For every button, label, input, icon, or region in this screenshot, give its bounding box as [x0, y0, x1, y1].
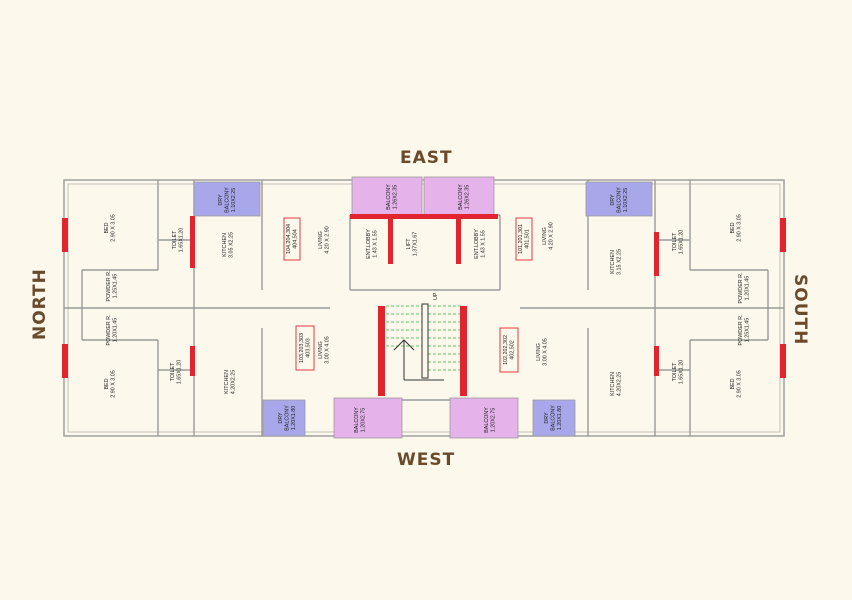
unit-number-se: 101,201,301401,501: [518, 224, 531, 254]
dry-balcony-ne: [193, 181, 261, 217]
room-label-kitchen-ne: KITCHEN3.05 X2.25: [222, 232, 235, 258]
room-label-bed-se: BED2.90 X 3.05: [730, 214, 743, 242]
room-label-bed-nw: BED2.90 X 3.05: [104, 370, 117, 398]
unit-number-nw: 103,203,303403,503: [299, 333, 312, 363]
room-label-dry-ne: DRYBALCONY1.10X2.25: [218, 187, 237, 213]
room-label-kitchen-se: KITCHEN3.15 X2.25: [610, 249, 623, 275]
room-label-lobby-s: ENT.LOBBY1.43 X 1.55: [474, 229, 487, 259]
room-label-lobby-n: ENT.LOBBY1.43 X 1.55: [366, 229, 379, 259]
room-label-bed-ne: BED2.90 X 3.05: [104, 214, 117, 242]
room-label-balcony-w2: BALCONY1.20X2.75: [484, 407, 497, 433]
room-label-dry-sw: DRYBALCONY1.20X1.80: [544, 405, 563, 431]
room-label-toilet-ne: TOILET1.65X1.20: [172, 228, 185, 253]
compass-east: EAST: [400, 148, 453, 168]
dry-balcony-sw: [532, 399, 576, 437]
unit-box-nw: [295, 325, 315, 371]
unit-box-se: [515, 217, 533, 261]
unit-number-sw: 102,202,302402,502: [503, 335, 516, 365]
room-label-powder-n2: POWDER R.1.20X1.45: [106, 314, 119, 345]
stair-arrow: [393, 303, 444, 381]
unit-box-ne: [283, 217, 301, 261]
room-label-lift: LIFT1.37X1.67: [406, 232, 419, 257]
balconies: [193, 176, 653, 439]
balcony-east-2: [423, 176, 495, 218]
compass-west: WEST: [397, 450, 456, 470]
room-label-balcony-e2: BALCONY1.26X2.35: [458, 184, 471, 210]
room-label-kitchen-sw: KITCHEN4.20X2.25: [610, 372, 623, 397]
unit-number-ne: 104,204,304404,504: [286, 224, 299, 254]
room-label-bed-sw: BED2.90 X 3.05: [730, 370, 743, 398]
staircase: [386, 305, 462, 371]
room-label-dry-se: DRYBALCONY1.10X2.25: [610, 187, 629, 213]
room-label-powder-n1: POWDER R.1.25X1.45: [106, 270, 119, 301]
stair-up-label: UP: [433, 292, 439, 300]
unit-box-sw: [499, 327, 519, 373]
dry-balcony-nw: [262, 399, 306, 437]
balcony-west-2: [449, 397, 519, 439]
room-label-living-ne: LIVING4.20 X 2.90: [318, 226, 331, 254]
room-label-living-nw: LIVING3.00 X 4.05: [318, 336, 331, 364]
room-label-powder-s1: POWDER R.1.20X1.45: [738, 272, 751, 303]
columns: [62, 214, 786, 396]
room-label-balcony-e1: BALCONY1.26X2.35: [386, 184, 399, 210]
room-label-living-se: LIVING4.20 X 2.90: [542, 222, 555, 250]
room-label-powder-s2: POWDER R.1.25X1.45: [738, 314, 751, 345]
dry-balcony-se: [585, 181, 653, 217]
balcony-west-1: [333, 397, 403, 439]
room-label-toilet-nw: TOILET1.65X1.20: [170, 360, 183, 385]
room-label-toilet-se: TOILET1.65X1.20: [672, 230, 685, 255]
room-label-living-sw: LIVING3.00 X 4.05: [536, 338, 549, 366]
room-label-dry-nw: DRYBALCONY1.20X1.80: [278, 405, 297, 431]
room-label-kitchen-nw: KITCHEN4.20X2.25: [224, 370, 237, 395]
balcony-east-1: [351, 176, 423, 218]
room-label-toilet-sw: TOILET1.65X1.20: [672, 360, 685, 385]
room-label-balcony-w1: BALCONY1.20X2.75: [354, 407, 367, 433]
